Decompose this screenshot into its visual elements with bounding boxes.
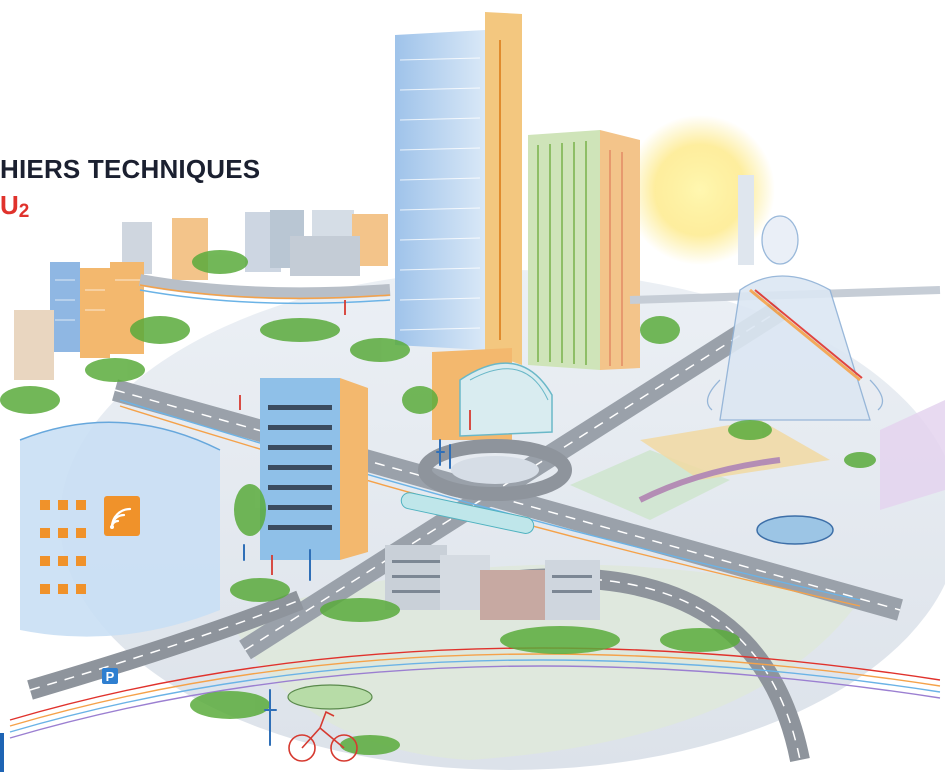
svg-text:P: P bbox=[106, 669, 115, 684]
cyclist bbox=[288, 710, 358, 762]
pedestrians bbox=[243, 439, 451, 746]
parking-icon: P bbox=[102, 668, 118, 684]
wifi-icon bbox=[104, 496, 140, 536]
left-towers bbox=[14, 262, 144, 380]
front-buildings bbox=[385, 545, 600, 620]
network-lines bbox=[9, 399, 941, 739]
pond bbox=[287, 684, 373, 710]
page-title: HIERS TECHNIQUES bbox=[0, 154, 261, 184]
plaza-yellow bbox=[640, 420, 830, 480]
purple-panel bbox=[880, 400, 945, 510]
arched-building bbox=[432, 348, 553, 440]
mayor-figure bbox=[706, 215, 884, 421]
fountain bbox=[756, 515, 834, 545]
distant-tower bbox=[738, 175, 754, 265]
tall-glass-tower bbox=[395, 12, 522, 365]
roundabout bbox=[418, 439, 572, 501]
greenery bbox=[0, 250, 876, 755]
upper-road bbox=[138, 274, 391, 300]
red-pedestrians bbox=[239, 300, 471, 575]
page-subtitle: U2 bbox=[0, 190, 30, 222]
green-striped-tower bbox=[528, 130, 640, 370]
tram bbox=[400, 492, 535, 534]
purple-arc bbox=[638, 457, 781, 503]
central-blue-building bbox=[260, 378, 368, 560]
left-edge-bar bbox=[0, 733, 4, 772]
sun bbox=[625, 115, 775, 265]
background-buildings bbox=[122, 210, 388, 280]
